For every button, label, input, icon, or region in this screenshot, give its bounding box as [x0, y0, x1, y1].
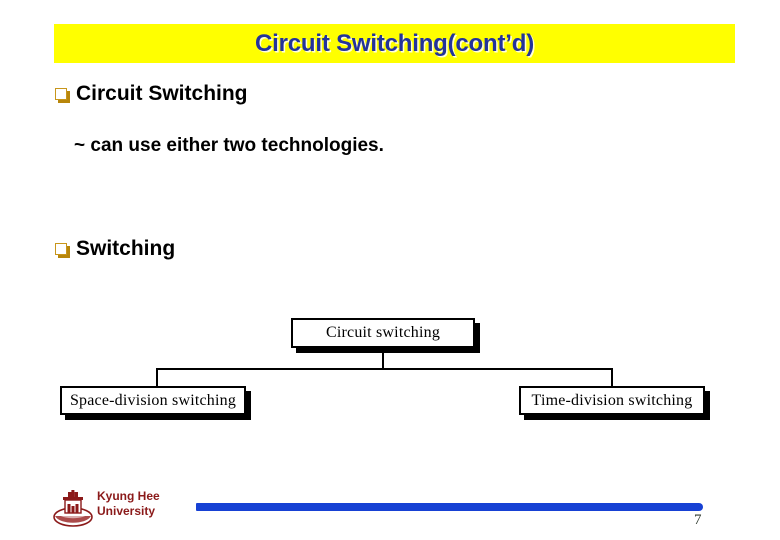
slide-number: 7	[694, 512, 702, 528]
hollow-square-bullet-icon	[55, 88, 70, 103]
diagram-node-label: Circuit switching	[325, 324, 441, 341]
bullet-label: Switching	[76, 237, 176, 260]
footer-rule	[196, 503, 703, 511]
bullet-label: Circuit Switching	[76, 82, 248, 105]
diagram-node-circuit-switching: Circuit switching	[291, 318, 475, 348]
diagram-node-space-division-switching: Space-division switching	[60, 386, 246, 415]
kyung-hee-university-crest-icon	[53, 490, 93, 527]
connector-root-stem	[382, 348, 384, 369]
slide-title-banner: Circuit Switching(cont’d)	[54, 24, 735, 63]
connector-to-time-division	[611, 368, 613, 387]
footer-organization: Kyung Hee University	[97, 489, 160, 520]
diagram-node-time-division-switching: Time-division switching	[519, 386, 705, 415]
bullet-item-switching: Switching	[55, 237, 175, 260]
bullet-item-circuit-switching: Circuit Switching	[55, 82, 248, 105]
diagram-node-label: Time-division switching	[531, 391, 693, 409]
sub-bullet-technologies: ~ can use either two technologies.	[74, 135, 384, 156]
connector-horizontal-bus	[156, 368, 613, 370]
diagram-node-label: Space-division switching	[69, 391, 237, 409]
page-title: Circuit Switching(cont’d)	[255, 29, 534, 57]
connector-to-space-division	[156, 368, 158, 387]
footer-organization-line2: University	[97, 504, 156, 519]
hollow-square-bullet-icon	[55, 243, 70, 258]
footer-organization-line1: Kyung Hee	[97, 489, 160, 503]
